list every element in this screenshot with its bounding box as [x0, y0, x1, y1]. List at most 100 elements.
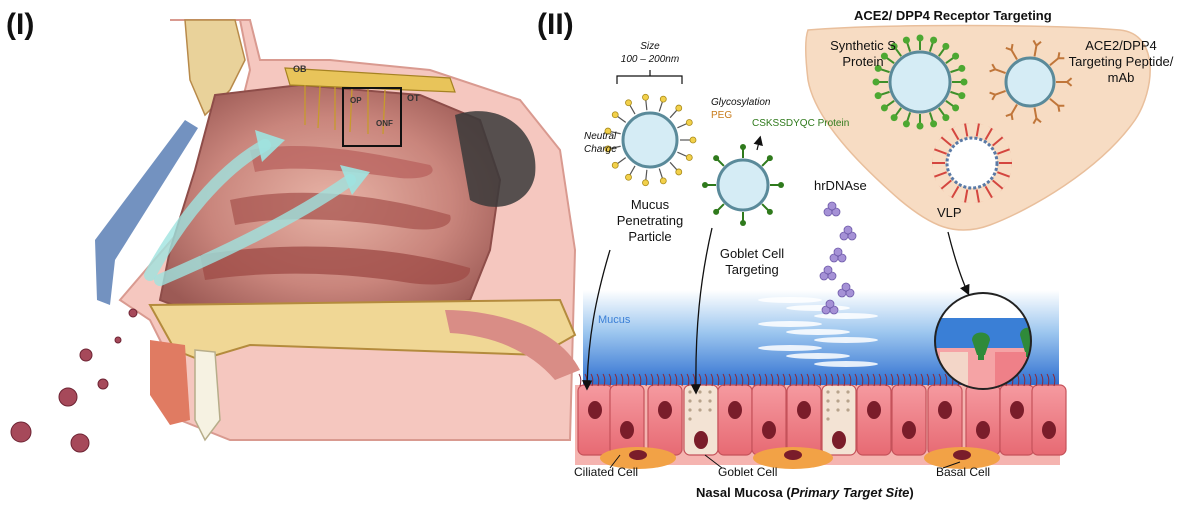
hrdnase-lobe: [826, 300, 834, 308]
goblet-granule: [826, 399, 829, 402]
glycosylation-bead: [686, 120, 692, 126]
s-protein-head: [930, 120, 937, 127]
glycosylation-bead: [690, 137, 696, 143]
cell-nucleus: [938, 401, 952, 419]
goblet-cell-label: Goblet Cell: [718, 465, 777, 479]
glycosylation-bead: [676, 169, 682, 175]
ciliated-cell: [1000, 385, 1034, 455]
protein-ligand-tip: [778, 182, 784, 188]
glycosylation-bead: [660, 178, 666, 184]
hrdnase-lobe: [844, 226, 852, 234]
droplet: [129, 309, 137, 317]
label-onf: ONF: [376, 119, 393, 128]
cell-nucleus: [797, 401, 811, 419]
label-op: OP: [350, 96, 362, 105]
s-protein-head: [881, 104, 888, 111]
hrdnase-label: hrDNAse: [814, 178, 867, 193]
ciliated-cell: [610, 385, 644, 455]
nasal-anatomy-illustration: OB OT ONF OP: [11, 20, 580, 452]
s-protein-head: [958, 92, 965, 99]
size-label: Size 100 – 200nm: [615, 40, 685, 66]
goblet-granule: [708, 408, 711, 411]
label-ob: OB: [293, 64, 307, 74]
droplet: [115, 337, 121, 343]
goblet-granule: [698, 408, 701, 411]
protein-ligand-tip: [713, 155, 719, 161]
goblet-granule: [708, 399, 711, 402]
cell-nucleus: [976, 421, 990, 439]
hrdnase-lobe: [834, 248, 842, 256]
cell-nucleus: [762, 421, 776, 439]
cell-nucleus: [588, 401, 602, 419]
goblet-granule: [836, 399, 839, 402]
targeting-peptide-label: ACE2/DPP4 Targeting Peptide/ mAb: [1063, 38, 1179, 86]
glycosylation-label: Glycosylation: [711, 97, 770, 108]
glycosylation-bead: [686, 154, 692, 160]
mucus-wisp: [758, 297, 822, 303]
goblet-granule: [698, 399, 701, 402]
mucus-wisp: [814, 337, 878, 343]
ciliated-cell: [787, 385, 821, 455]
s-protein-head: [952, 104, 959, 111]
mucus-label: Mucus: [598, 314, 630, 326]
ciliated-cell: [928, 385, 962, 455]
glycosylation-bead: [612, 162, 618, 168]
basal-cell-label: Basal Cell: [936, 465, 990, 479]
nasal-mucosa-title: Nasal Mucosa (Primary Target Site): [696, 485, 914, 500]
mucus-wisp: [786, 353, 850, 359]
glycosylation-bead: [612, 112, 618, 118]
targeting-strategies-illustration: [575, 26, 1150, 470]
mucus-wisp: [758, 321, 822, 327]
panel-label-i: (I): [6, 8, 34, 42]
s-protein-head: [891, 114, 898, 121]
basal-cell-nucleus: [784, 450, 802, 460]
basal-cell-nucleus: [953, 450, 971, 460]
protein-ligand-tip: [740, 220, 746, 226]
protein-ligand-tip: [767, 155, 773, 161]
hrdnase-lobe: [824, 266, 832, 274]
size-bracket: [617, 70, 682, 84]
ciliated-cell: [966, 385, 1000, 455]
s-protein-head: [903, 37, 910, 44]
goblet-granule: [688, 408, 691, 411]
goblet-granule: [846, 390, 849, 393]
cell-nucleus: [658, 401, 672, 419]
ciliated-cell: [1032, 385, 1066, 455]
s-protein-head: [873, 79, 880, 86]
hrdnase-lobe: [828, 202, 836, 210]
cell-nucleus: [832, 431, 846, 449]
neutral-charge-label: Neutral Charge: [584, 130, 617, 156]
droplet: [71, 434, 89, 452]
s-protein-head: [958, 65, 965, 72]
peg-label: PEG: [711, 110, 732, 121]
s-protein-head: [942, 114, 949, 121]
glycosylation-bead: [626, 100, 632, 106]
s-protein-head: [875, 92, 882, 99]
cell-nucleus: [728, 401, 742, 419]
goblet-targeting-particle: [702, 138, 784, 226]
protein-ligand-tip: [740, 144, 746, 150]
goblet-targeting-label: Goblet Cell Targeting: [712, 246, 792, 278]
goblet-granule: [826, 408, 829, 411]
goblet-granule: [688, 417, 691, 420]
s-protein-head: [961, 79, 968, 86]
cell-nucleus: [867, 401, 881, 419]
glycosylation-bead: [643, 94, 649, 100]
goblet-granule: [688, 399, 691, 402]
mucus-wisp: [814, 361, 878, 367]
goblet-granule: [846, 399, 849, 402]
s-protein-head: [917, 35, 924, 42]
protein-ligand-tip: [767, 209, 773, 215]
cilium: [579, 374, 581, 386]
spray-droplets: [11, 309, 137, 452]
droplet: [11, 422, 31, 442]
cell-nucleus: [1042, 421, 1056, 439]
s-protein-head: [942, 43, 949, 50]
cell-nucleus: [620, 421, 634, 439]
goblet-granule: [688, 390, 691, 393]
upper-lip: [150, 340, 190, 425]
glycosylation-bead: [643, 180, 649, 186]
vlp-to-zoom-arrow: [948, 232, 968, 293]
